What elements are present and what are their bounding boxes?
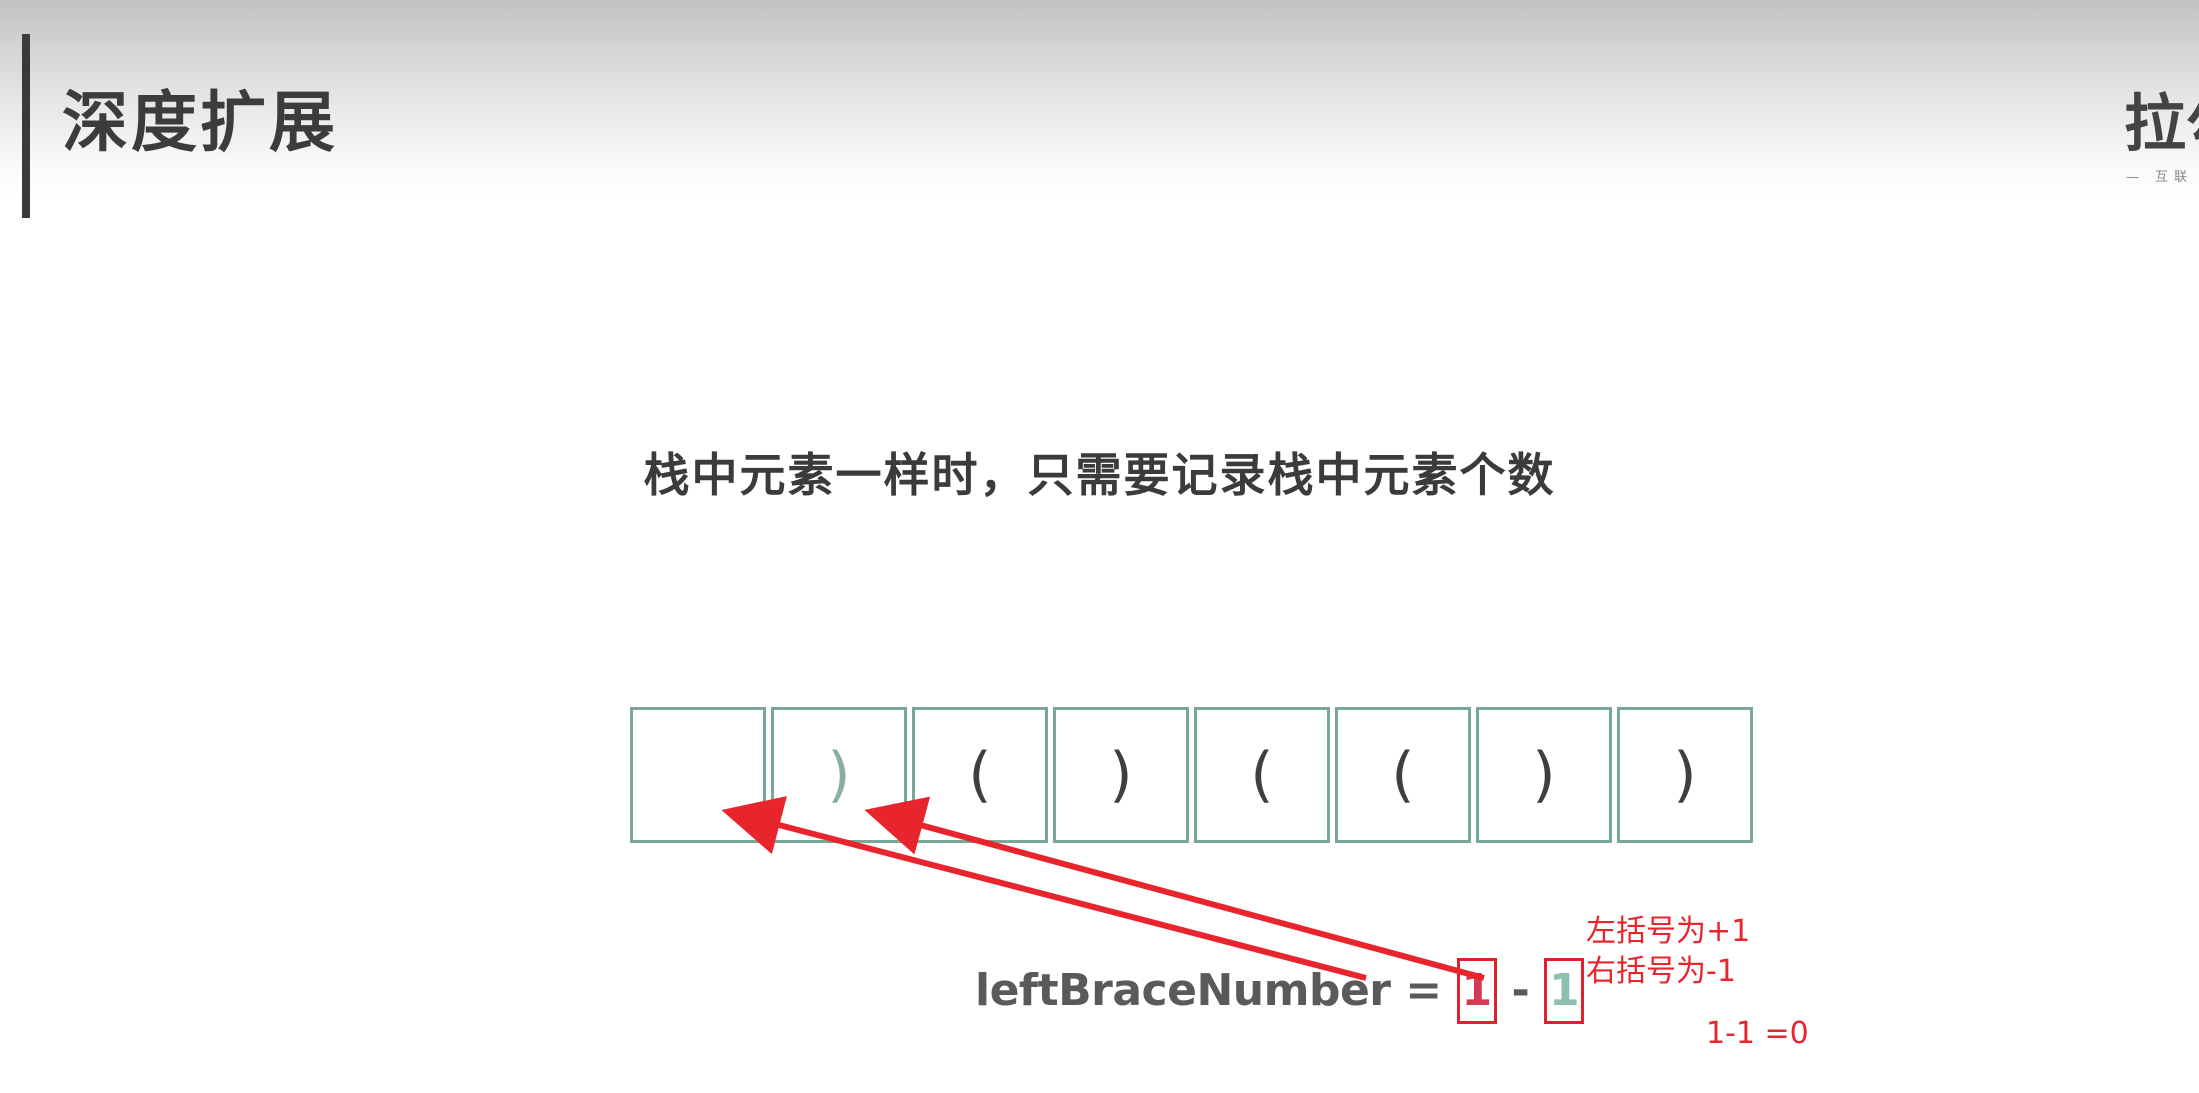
annotation-right-brace: 右括号为-1	[1586, 954, 1736, 989]
stack-cell: )	[1053, 707, 1189, 843]
formula: leftBraceNumber = 1 - 1	[975, 958, 1585, 1024]
stack-cell: )	[1476, 707, 1612, 843]
logo: 拉勾	[2124, 87, 2199, 160]
annotation-result: 1-1 =0	[1706, 1016, 1809, 1051]
stack-cell: )	[1617, 707, 1753, 843]
arrow-to-cell-2	[864, 796, 1485, 981]
formula-minus: -	[1496, 965, 1545, 1016]
formula-label: leftBraceNumber =	[975, 965, 1457, 1016]
formula-value-b: 1	[1544, 958, 1585, 1024]
stack-cells: ) ( ) ( ( ) )	[630, 707, 1758, 843]
title-accent-bar	[22, 34, 30, 218]
logo-tagline: — 互联	[2126, 170, 2194, 185]
stack-cell: (	[1335, 707, 1471, 843]
stack-cell	[630, 707, 766, 843]
stack-cell: (	[1194, 707, 1330, 843]
slide-subtitle: 栈中元素一样时，只需要记录栈中元素个数	[643, 448, 1556, 502]
slide-title: 深度扩展	[62, 84, 338, 161]
arrow-to-cell-1	[721, 796, 1367, 981]
header-band	[0, 0, 2199, 200]
annotation-left-brace: 左括号为+1	[1586, 914, 1751, 949]
